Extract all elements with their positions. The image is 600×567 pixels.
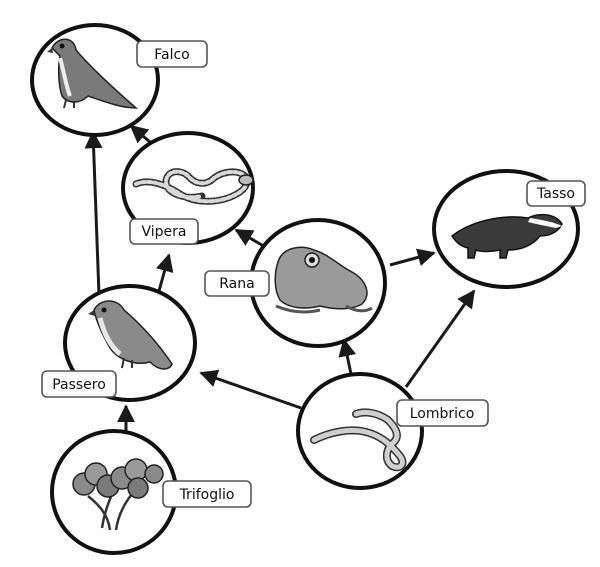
sparrow-icon	[88, 300, 173, 370]
node-rana: Rana	[204, 218, 387, 348]
label-falco-text: Falco	[154, 47, 190, 63]
node-passero: Passero	[41, 284, 197, 402]
edge-lombrico-passero	[199, 369, 302, 410]
label-passero	[41, 370, 117, 398]
label-falco	[136, 40, 208, 68]
label-trifoglio-text: Trifoglio	[179, 487, 235, 503]
label-vipera	[129, 218, 199, 245]
earthworm-icon	[310, 408, 407, 472]
label-tasso	[526, 180, 586, 207]
edge-passero-falco	[84, 130, 103, 296]
node-lombrico: Lombrico	[296, 372, 489, 490]
node-vipera: Vipera	[121, 131, 255, 245]
label-lombrico	[396, 399, 489, 427]
frog-icon	[274, 246, 373, 314]
viper-icon	[132, 168, 254, 205]
label-passero-text: Passero	[52, 377, 106, 393]
edges	[84, 124, 476, 432]
label-rana	[204, 270, 270, 297]
label-tasso-text: Tasso	[536, 186, 575, 202]
node-falco: Falco	[30, 23, 208, 137]
label-trifoglio	[162, 480, 252, 508]
node-trifoglio: Trifoglio	[50, 429, 252, 555]
badger-icon	[450, 213, 563, 259]
edge-rana-tasso	[389, 248, 436, 267]
label-rana-text: Rana	[219, 276, 254, 292]
edge-lombrico-rana	[338, 338, 357, 380]
edge-vipera-falco	[129, 124, 151, 144]
node-tasso: Tasso	[432, 169, 586, 289]
falcon-icon	[47, 38, 138, 109]
clover-icon	[72, 458, 164, 531]
edge-lombrico-tasso	[404, 289, 476, 388]
edge-passero-vipera	[155, 253, 174, 292]
label-lombrico-text: Lombrico	[410, 406, 475, 422]
label-vipera-text: Vipera	[142, 224, 187, 240]
